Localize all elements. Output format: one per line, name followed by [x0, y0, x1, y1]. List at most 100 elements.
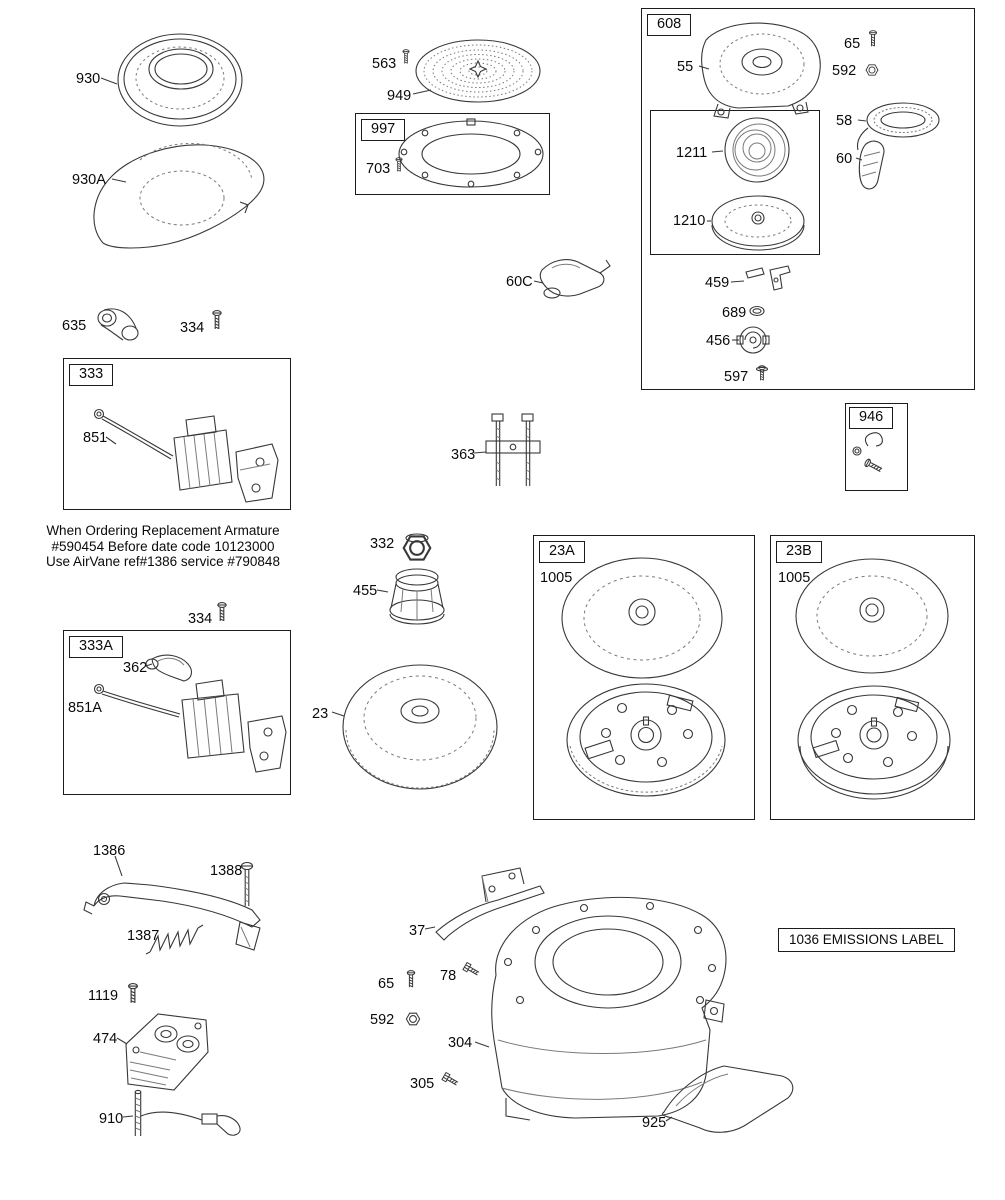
- flywheel-23-drawing: [331, 664, 498, 790]
- armature-note-line3: Use AirVane ref#1386 service #790848: [46, 554, 280, 569]
- callout-635: 635: [62, 318, 87, 334]
- rope-guide-60c-drawing: [533, 259, 611, 299]
- fan-1005-23a-drawing: [561, 557, 723, 679]
- callout-459: 459: [705, 275, 730, 291]
- screw-334-upper-drawing: [212, 310, 222, 330]
- rotating-screen-949-drawing: [412, 39, 541, 103]
- group-tag-23b: 23B: [776, 541, 822, 563]
- screw-65-housing-drawing: [406, 970, 416, 988]
- emissions-label-box: 1036 EMISSIONS LABEL: [778, 928, 955, 952]
- starter-rope-58-drawing: [856, 102, 940, 151]
- callout-65-housing: 65: [378, 976, 395, 992]
- hardware-kit-946-drawing: [852, 432, 884, 475]
- fan-1005-23b-drawing: [795, 558, 949, 674]
- callout-334-upper: 334: [180, 320, 205, 336]
- callout-455: 455: [353, 583, 378, 599]
- group-box-946: 946: [845, 403, 908, 491]
- gasket-plate-997-drawing: [398, 118, 544, 188]
- flywheel-23b-drawing: [797, 685, 951, 800]
- callout-1387: 1387: [127, 928, 160, 944]
- group-box-333: 333: [63, 358, 291, 510]
- screw-65-recoil-drawing: [868, 30, 878, 47]
- group-box-recoil-inner: [650, 110, 820, 255]
- callout-55: 55: [677, 59, 694, 75]
- armature-851a-drawing: [93, 679, 287, 773]
- blower-housing-304-drawing: [474, 896, 727, 1121]
- callout-1210: 1210: [673, 213, 706, 229]
- group-label-23a: 23A: [549, 543, 575, 559]
- cylinder-shield-474-drawing: [116, 1013, 209, 1091]
- flywheel-nut-332-drawing: [402, 533, 432, 561]
- callout-23: 23: [312, 706, 329, 722]
- starter-pulley-1210-drawing: [707, 195, 805, 251]
- stud-wire-910-drawing: [122, 1089, 241, 1136]
- group-label-997: 997: [371, 121, 396, 137]
- screw-597-drawing: [755, 365, 769, 381]
- debris-guard-925-drawing: [661, 1065, 794, 1133]
- breather-elbow-635-drawing: [97, 308, 139, 341]
- group-label-333: 333: [79, 366, 104, 382]
- callout-1388: 1388: [210, 863, 243, 879]
- callout-851: 851: [83, 430, 108, 446]
- flywheel-puller-363-drawing: [473, 413, 541, 486]
- rope-handle-60-drawing: [855, 140, 885, 190]
- callout-456: 456: [706, 333, 731, 349]
- starter-pawl-459-drawing: [730, 265, 791, 291]
- group-tag-997: 997: [361, 119, 406, 141]
- armature-note-line1: When Ordering Replacement Armature: [46, 523, 280, 538]
- pawl-retainer-456-drawing: [732, 326, 770, 354]
- group-tag-608: 608: [647, 14, 692, 36]
- group-label-946: 946: [859, 409, 884, 425]
- group-box-333a: 333A: [63, 630, 291, 795]
- callout-910: 910: [99, 1111, 124, 1127]
- callout-1005-23b: 1005: [778, 570, 811, 586]
- bracket-37-drawing: [424, 867, 545, 941]
- boot-362-drawing: [145, 654, 193, 682]
- air-vane-1386-drawing: [83, 855, 261, 951]
- callout-332: 332: [370, 536, 395, 552]
- callout-363: 363: [451, 447, 476, 463]
- callout-597: 597: [724, 369, 749, 385]
- callout-1119: 1119: [88, 988, 119, 1004]
- callout-362: 362: [123, 660, 148, 676]
- group-label-608: 608: [657, 16, 682, 32]
- group-tag-946: 946: [849, 407, 894, 429]
- callout-930a: 930A: [72, 172, 106, 188]
- callout-334-lower: 334: [188, 611, 213, 627]
- callout-78: 78: [440, 968, 457, 984]
- starter-cup-455-drawing: [376, 568, 445, 625]
- screw-563-drawing: [402, 49, 410, 64]
- armature-851-drawing: [93, 408, 279, 503]
- group-box-997: 997: [355, 113, 550, 195]
- callout-949: 949: [387, 88, 412, 104]
- group-tag-333: 333: [69, 364, 114, 386]
- nut-592-housing-drawing: [405, 1012, 421, 1026]
- group-label-23b: 23B: [786, 543, 812, 559]
- blower-screen-930-drawing: [100, 33, 243, 127]
- group-box-23b: 23B: [770, 535, 975, 820]
- screw-703-drawing: [395, 157, 403, 172]
- armature-note-line2: #590454 Before date code 10123000: [51, 538, 275, 554]
- callout-1005-23a: 1005: [540, 570, 573, 586]
- group-box-23a: 23A: [533, 535, 755, 820]
- callout-925: 925: [642, 1115, 667, 1131]
- group-label-333a: 333A: [79, 638, 113, 654]
- recoil-spring-1211-drawing: [711, 117, 790, 183]
- callout-305: 305: [410, 1076, 435, 1092]
- callout-689: 689: [722, 305, 747, 321]
- retainer-ring-689-drawing: [749, 305, 765, 317]
- group-tag-333a: 333A: [69, 636, 123, 658]
- callout-474: 474: [93, 1031, 118, 1047]
- group-box-608: 608: [641, 8, 975, 390]
- armature-note: When Ordering Replacement Armature #5904…: [34, 523, 292, 570]
- callout-592-housing: 592: [370, 1012, 395, 1028]
- callout-60c: 60C: [506, 274, 533, 290]
- callout-1386: 1386: [93, 843, 126, 859]
- bolt-305-drawing: [441, 1071, 460, 1088]
- screw-1388-drawing: [240, 861, 254, 906]
- callout-37: 37: [409, 923, 426, 939]
- bolt-78-drawing: [462, 961, 481, 978]
- flywheel-23a-drawing: [566, 683, 726, 797]
- recoil-housing-55-drawing: [698, 22, 821, 119]
